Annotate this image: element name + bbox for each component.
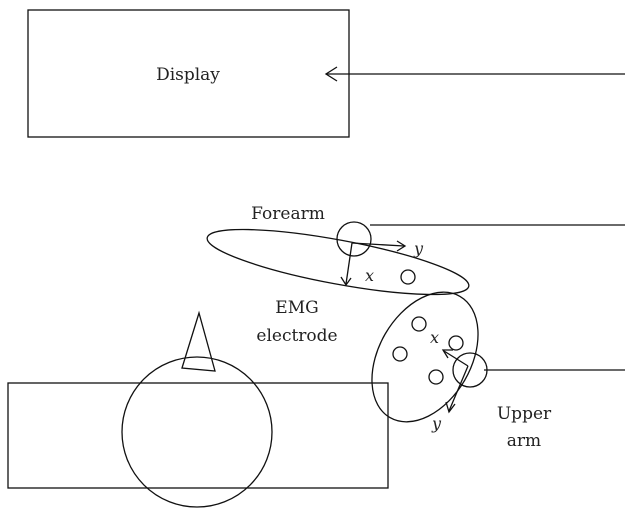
forearm-label: Forearm (251, 204, 325, 224)
subject-top-view (7, 310, 389, 508)
display-input-arrow (324, 66, 625, 82)
upper-arm-sensor (452, 352, 488, 388)
upper-arm: x y Upper arm (371, 291, 552, 451)
upper-arm-x-label: x (430, 328, 439, 347)
forearm-ellipse (206, 228, 470, 296)
forearm-electrode (400, 269, 416, 285)
forearm-y-axis (351, 242, 405, 247)
upper-arm-electrode (411, 316, 427, 332)
arrow-head-icon (445, 401, 456, 414)
upper-arm-electrode (392, 346, 408, 362)
arrow-head-icon (324, 66, 338, 82)
forearm-sensor (336, 221, 372, 257)
display-label: Display (156, 65, 220, 85)
forearm-x-axis (345, 242, 353, 285)
upper-arm-electrode (448, 335, 464, 351)
head-circle (121, 356, 273, 508)
emg-label-line1: EMG (275, 298, 318, 318)
forearm-x-label: x (365, 266, 374, 285)
upper-arm-x-axis (443, 350, 469, 367)
arrow-head-icon (441, 349, 453, 359)
display-unit: Display (27, 9, 350, 138)
emg-label-line2: electrode (256, 326, 337, 346)
upper-arm-ellipse (371, 291, 479, 423)
upper-arm-label-line2: arm (507, 431, 541, 451)
forearm-y-label: y (413, 239, 424, 258)
arrow-head-icon (340, 276, 352, 287)
upper-arm-y-axis (448, 365, 469, 412)
upper-arm-label-line1: Upper (497, 404, 552, 424)
upper-arm-y-label: y (431, 414, 442, 433)
upper-arm-electrode (428, 369, 444, 385)
forearm: y x Forearm (206, 204, 470, 296)
body-rectangle (7, 382, 389, 489)
arrow-head-icon (396, 240, 407, 252)
nose-triangle (181, 310, 216, 372)
